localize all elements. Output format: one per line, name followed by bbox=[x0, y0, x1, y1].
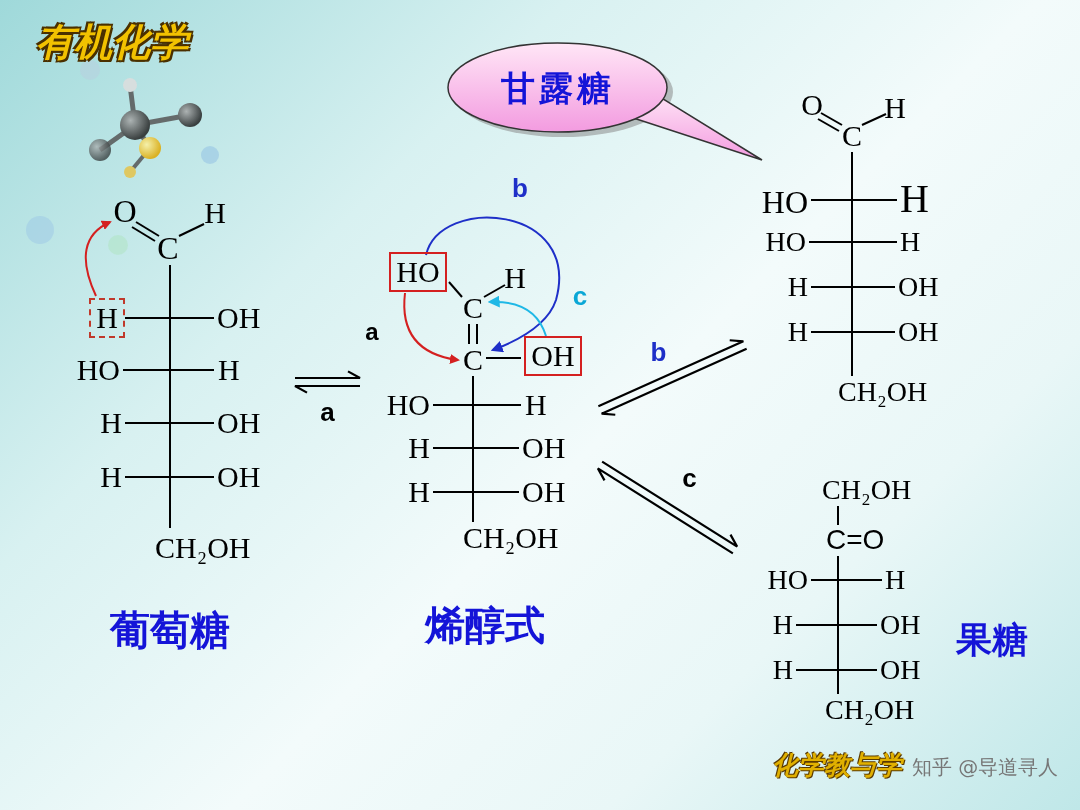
compound-name: 葡萄糖 bbox=[110, 610, 230, 650]
atom-group: C bbox=[157, 232, 178, 264]
equilibrium-arrow bbox=[598, 340, 746, 415]
atom-group: H bbox=[900, 228, 920, 256]
highlight-box: H bbox=[89, 298, 125, 338]
reaction-path-label: c bbox=[682, 465, 696, 491]
atom-group: H bbox=[525, 390, 547, 420]
glucose-structure: 葡萄糖OHCOHHOHHOHHOHCH₂OHH bbox=[55, 185, 295, 665]
slide-title: 有机化学 bbox=[36, 23, 188, 61]
highlight-box: HO bbox=[389, 252, 446, 292]
watermark: 化学教与学 bbox=[772, 752, 902, 778]
enol-bonds bbox=[433, 282, 521, 522]
curved-arrow-c bbox=[490, 302, 546, 336]
atom-group: OH bbox=[880, 611, 920, 639]
atom-group: H bbox=[100, 462, 122, 492]
atom-group: C bbox=[842, 121, 862, 151]
equilibrium-arrow bbox=[295, 371, 360, 392]
atom-group: HO bbox=[396, 257, 439, 287]
fructose-structure: CH₂OHC=OHOHHOHHOHCH₂OH果糖 bbox=[735, 470, 1035, 725]
curved-arrow-label: a bbox=[365, 320, 378, 344]
speech-bubble: 甘露糖 bbox=[445, 40, 670, 135]
atom-group: OH bbox=[531, 341, 574, 371]
atom-group: H bbox=[218, 355, 240, 385]
atom-group: H bbox=[900, 179, 929, 219]
atom-group: O bbox=[113, 195, 136, 227]
compound-name: 甘露糖 bbox=[501, 71, 615, 105]
atom-group: H bbox=[884, 93, 906, 123]
atom-group: H bbox=[408, 477, 430, 507]
mannose-structure: OHCHOHHOHHOHHOHCH₂OH bbox=[745, 85, 960, 415]
glucose-bonds bbox=[123, 222, 214, 528]
atom-group: C bbox=[463, 293, 483, 323]
atom-group: CH₂OH bbox=[822, 476, 911, 504]
atom-group: H bbox=[773, 611, 793, 639]
atom-group: O bbox=[801, 90, 823, 120]
atom-group: OH bbox=[898, 273, 938, 301]
reaction-path-label: a bbox=[320, 399, 334, 425]
enol-structure: 烯醇式HCCHOHHOHHOHCH₂OHHOOH bbox=[360, 195, 600, 660]
atom-group: CH₂OH bbox=[825, 696, 914, 724]
atom-group: HO bbox=[77, 355, 120, 385]
atom-group: CH₂OH bbox=[838, 378, 927, 406]
reaction-path-label: b bbox=[651, 339, 667, 365]
atom-group: OH bbox=[217, 462, 260, 492]
atom-group: HO bbox=[766, 228, 806, 256]
molecule-model bbox=[26, 60, 219, 255]
highlight-box: OH bbox=[524, 336, 581, 376]
atom-group: OH bbox=[522, 477, 565, 507]
atom-group: HO bbox=[768, 566, 808, 594]
compound-name: 果糖 bbox=[956, 622, 1028, 658]
watermark: 知乎 @导道寻人 bbox=[912, 757, 1058, 777]
atom-group: H bbox=[788, 318, 808, 346]
atom-group: H bbox=[100, 408, 122, 438]
atom-group: CH₂OH bbox=[155, 533, 250, 563]
atom-group: H bbox=[204, 198, 226, 228]
atom-group: H bbox=[408, 433, 430, 463]
curved-arrow-a bbox=[404, 293, 458, 360]
atom-group: H bbox=[773, 656, 793, 684]
equilibrium-arrow bbox=[598, 462, 737, 554]
curved-arrow-label: c bbox=[573, 283, 587, 309]
compound-name: 烯醇式 bbox=[425, 605, 545, 645]
curved-arrow-label: b bbox=[512, 175, 528, 201]
atom-group: H bbox=[504, 263, 526, 293]
atom-group: C=O bbox=[826, 526, 884, 554]
atom-group: HO bbox=[387, 390, 430, 420]
atom-group: H bbox=[885, 566, 905, 594]
atom-group: OH bbox=[898, 318, 938, 346]
atom-group: HO bbox=[762, 186, 808, 218]
atom-group: OH bbox=[217, 408, 260, 438]
atom-group: C bbox=[463, 345, 483, 375]
atom-group: OH bbox=[217, 303, 260, 333]
atom-group: OH bbox=[880, 656, 920, 684]
atom-group: H bbox=[96, 303, 118, 333]
atom-group: CH₂OH bbox=[463, 523, 558, 553]
mannose-bonds bbox=[809, 113, 897, 376]
curved-arrow bbox=[86, 222, 110, 296]
atom-group: H bbox=[788, 273, 808, 301]
atom-group: OH bbox=[522, 433, 565, 463]
